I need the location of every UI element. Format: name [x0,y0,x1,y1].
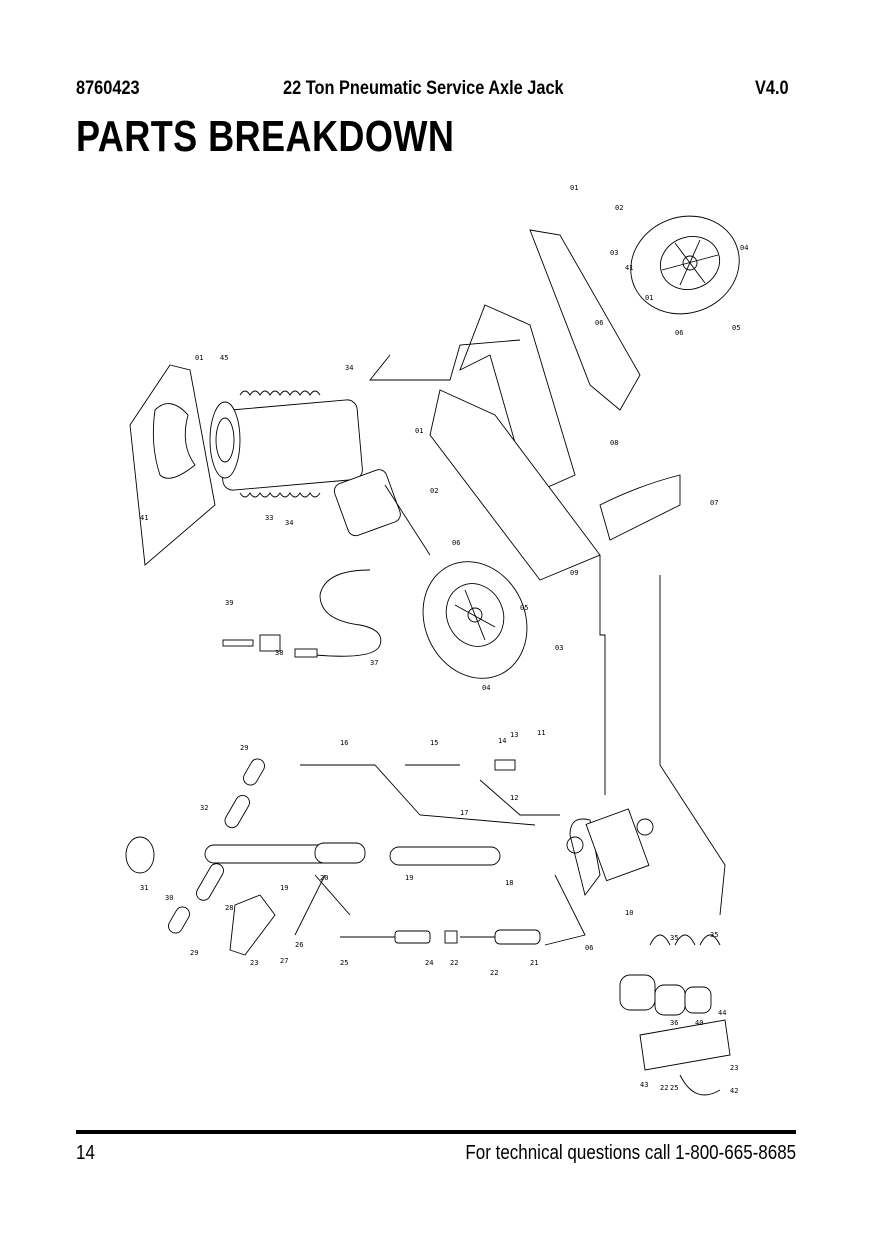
part-label: 30 [165,894,173,902]
part-label: 02 [430,487,438,495]
part-label: 24 [425,959,433,967]
part-label: 20 [320,874,328,882]
accessory-cluster [619,934,731,1096]
cylinder-assembly [209,390,363,498]
part-label: 03 [610,249,618,257]
part-label: 37 [370,659,378,667]
handle-parts [125,758,541,956]
page-number: 14 [76,1142,95,1164]
part-label: 02 [615,204,623,212]
part-label: 43 [640,1081,648,1089]
part-label: 09 [570,569,578,577]
part-label: 31 [140,884,148,892]
part-label: 15 [430,739,438,747]
air-hose [314,569,382,657]
footer-rule [76,1130,796,1134]
part-label: 01 [645,294,653,302]
part-label: 25 [670,1084,678,1092]
part-label: 12 [510,794,518,802]
support-phone-text: For technical questions call 1-800-665-8… [465,1142,796,1164]
parts-diagram: 01 02 03 41 04 01 06 06 05 01 45 34 01 0… [125,184,748,1096]
pivot-bracket [566,808,654,897]
part-label: 13 [510,731,518,739]
version-label: V4.0 [755,78,789,99]
callout-lines [294,339,726,946]
part-label: 35 [710,931,718,939]
part-label: 11 [537,729,545,737]
part-label: 22 [490,969,498,977]
part-label: 23 [730,1064,738,1072]
part-label: 04 [482,684,490,692]
part-label: 40 [695,1019,703,1027]
part-label: 01 [415,427,423,435]
part-label: 39 [225,599,233,607]
part-label: 35 [670,934,678,942]
part-label: 23 [250,959,258,967]
part-label: 16 [340,739,348,747]
part-label: 36 [670,1019,678,1027]
part-label: 06 [452,539,460,547]
part-label: 10 [625,909,633,917]
product-name: 22 Ton Pneumatic Service Axle Jack [283,78,564,99]
part-label: 05 [520,604,528,612]
part-label: 34 [285,519,293,527]
part-label: 22 [450,959,458,967]
part-label: 19 [280,884,288,892]
part-label: 19 [405,874,413,882]
part-label: 38 [275,649,283,657]
part-label: 29 [190,949,198,957]
saddle-bracket [599,474,681,541]
part-label: 33 [265,514,273,522]
air-motor [333,469,401,537]
part-label: 29 [240,744,248,752]
mounting-plate [129,364,216,566]
part-label: 14 [498,737,506,745]
part-label: 07 [710,499,718,507]
part-label: 26 [295,941,303,949]
part-label: 08 [610,439,618,447]
part-label: 45 [220,354,228,362]
part-label: 34 [345,364,353,372]
base-plate [429,389,601,581]
part-label: 17 [460,809,468,817]
part-label: 03 [555,644,563,652]
wheel-upper [630,215,740,315]
part-label: 25 [340,959,348,967]
wheel-lower [422,561,528,679]
part-label: 18 [505,879,513,887]
part-label: 06 [585,944,593,952]
part-label: 44 [718,1009,726,1017]
part-label: 01 [195,354,203,362]
part-label: 01 [570,184,578,192]
part-label: 06 [675,329,683,337]
part-label: 32 [200,804,208,812]
part-label: 41 [625,264,633,272]
side-plate [529,229,641,411]
part-label: 05 [732,324,740,332]
part-label: 22 [660,1084,668,1092]
part-label: 42 [730,1087,738,1095]
part-label: 27 [280,957,288,965]
part-label: 04 [740,244,748,252]
part-label: 41 [140,514,148,522]
part-label: 06 [595,319,603,327]
page-title: PARTS BREAKDOWN [76,112,455,161]
model-number: 8760423 [76,78,140,99]
part-label: 28 [225,904,233,912]
part-label: 21 [530,959,538,967]
